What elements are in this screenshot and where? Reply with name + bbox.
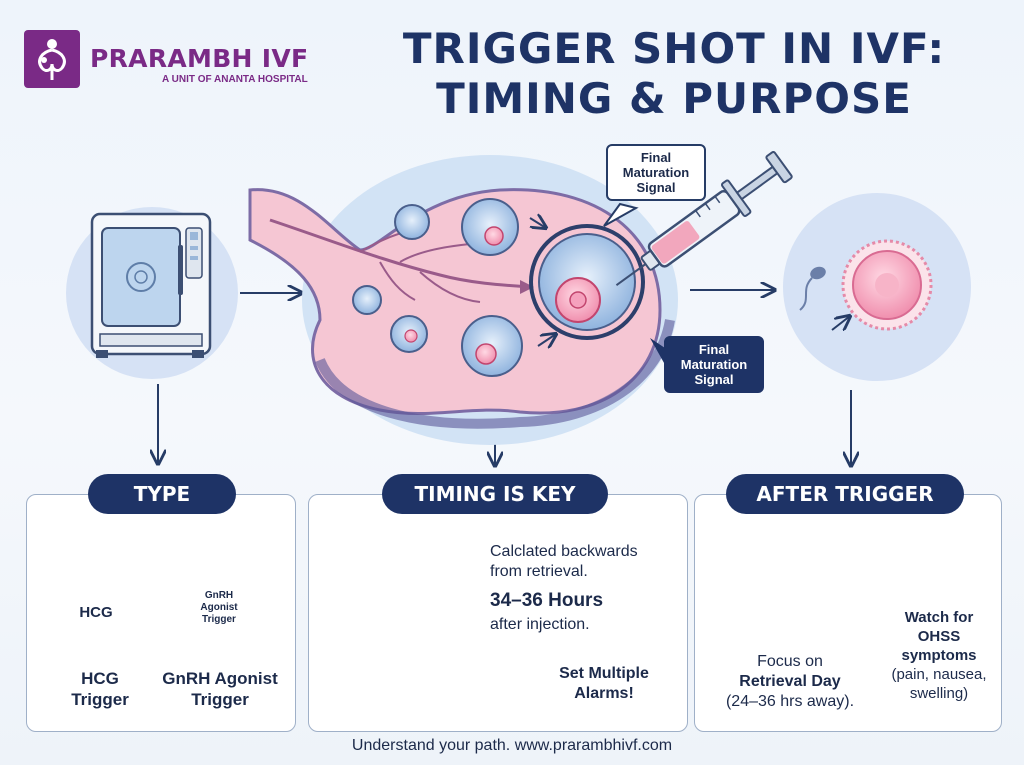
set-alarms-text: Set Multiple Alarms! [559, 665, 649, 702]
title-line-2: TIMING & PURPOSE [436, 74, 912, 123]
brand-name: PRARAMBH IVF [90, 44, 309, 73]
egg-sperm-icon [783, 193, 971, 381]
focus-retrieval-text: Focus on Retrieval Day (24–36 hrs away). [725, 653, 855, 710]
callout-final-maturation-top: Final Maturation Signal [606, 144, 706, 201]
timing-hours: 34–36 Hours [490, 590, 604, 611]
after-heading: AFTER TRIGGER [726, 474, 964, 514]
brand-subtitle: A UNIT OF ANANTA HOSPITAL [162, 74, 308, 85]
logo-icon [24, 30, 80, 88]
timing-heading: TIMING IS KEY [382, 474, 608, 514]
vial-label-hcg: HCG [79, 604, 113, 621]
timing-text: Calclated backwards from retrieval. [490, 543, 638, 580]
footer-text: Understand your path. www.prarambhivf.co… [351, 737, 673, 754]
after-panel [694, 494, 1002, 732]
timing-after: after injection. [490, 616, 590, 633]
syringe-icon [615, 151, 793, 287]
caption-hcg-trigger: HCG Trigger [71, 669, 129, 709]
ovary-icon [248, 155, 678, 445]
page-title: TRIGGER SHOT IN IVF: TIMING & PURPOSE [338, 24, 1010, 124]
title-line-1: TRIGGER SHOT IN IVF: [402, 24, 946, 73]
type-heading: TYPE [88, 474, 236, 514]
watch-ohss-text: Watch for OHSS symptoms (pain, nausea, s… [891, 609, 987, 702]
incubator-icon [66, 207, 238, 379]
caption-gnrh-trigger: GnRH Agonist Trigger [162, 669, 278, 709]
callout-final-maturation-bottom: Final Maturation Signal [664, 336, 764, 393]
vial-label-gnrh: GnRH Agonist Trigger [200, 590, 238, 625]
timing-panel [308, 494, 688, 732]
